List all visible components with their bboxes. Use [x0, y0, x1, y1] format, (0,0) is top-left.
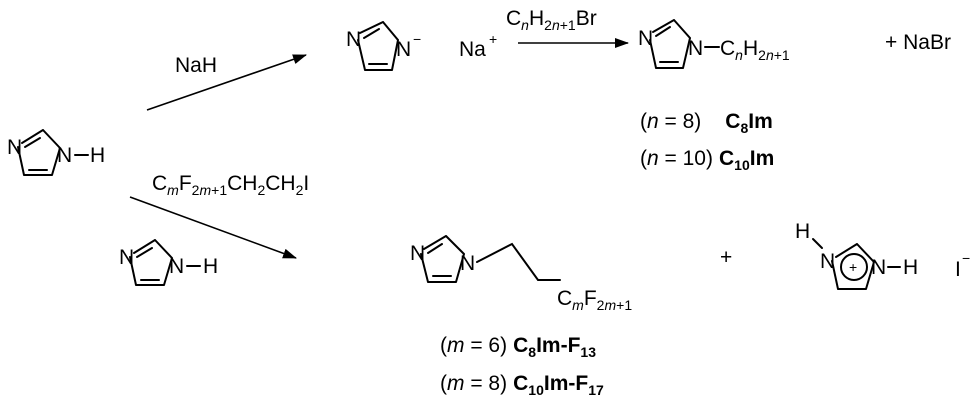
- product-fluoroalkylimidazole: N N CmF2m+1: [410, 235, 632, 313]
- atom-n: N: [688, 37, 703, 60]
- atom-n: N: [410, 242, 425, 265]
- atom-h: H: [90, 144, 105, 167]
- atom-n: N: [119, 246, 134, 269]
- label-c8im: (n = 8)C8Im: [640, 110, 773, 136]
- label-c10im: (n = 10)C10Im: [640, 147, 774, 173]
- atom-n: N: [57, 144, 72, 167]
- fluoroalkyl-chain: CmF2m+1: [557, 287, 632, 313]
- imidazolide-anion: N N − Na +: [346, 21, 497, 71]
- atom-n: N: [346, 28, 361, 51]
- charge-minus: −: [962, 250, 970, 266]
- reagent-fluoroalkyl-iodide: CmF2m+1CH2CH2I: [152, 172, 309, 198]
- reaction-arrow-nah: [146, 54, 307, 111]
- reagent-nah: NaH: [175, 54, 217, 77]
- reagent-alkyl-bromide: CnH2n+1Br: [506, 7, 597, 33]
- imidazole-base: N N H: [119, 239, 218, 286]
- atom-n: N: [638, 27, 653, 50]
- imidazolium-iodide: + N H N H I −: [795, 220, 970, 290]
- atom-n: N: [7, 136, 22, 159]
- charge-plus: +: [849, 259, 857, 275]
- atom-n: N: [396, 38, 411, 61]
- alkyl-chain: CnH2n+1: [720, 37, 790, 63]
- label-c10im-f17: (m = 8)C10Im-F17: [440, 372, 604, 398]
- atom-h: H: [795, 220, 810, 243]
- atom-n: N: [169, 255, 184, 278]
- reaction-arrow-fluoroalkylation: [129, 196, 297, 259]
- plus-sign: +: [720, 246, 732, 269]
- charge-plus: +: [489, 31, 497, 47]
- atom-iodide: I: [955, 258, 961, 281]
- atom-n: N: [460, 252, 475, 275]
- label-c8im-f13: (m = 6)C8Im-F13: [440, 334, 596, 360]
- atom-h: H: [903, 256, 918, 279]
- product-alkylimidazole: N N CnH2n+1: [638, 19, 790, 69]
- atom-n: N: [871, 256, 886, 279]
- charge-minus: −: [413, 31, 421, 47]
- atom-na: Na: [459, 38, 486, 61]
- atom-h: H: [203, 255, 218, 278]
- byproduct-nabr: + NaBr: [885, 31, 951, 54]
- atom-n: N: [820, 250, 835, 273]
- imidazole-start: N N H: [7, 129, 105, 176]
